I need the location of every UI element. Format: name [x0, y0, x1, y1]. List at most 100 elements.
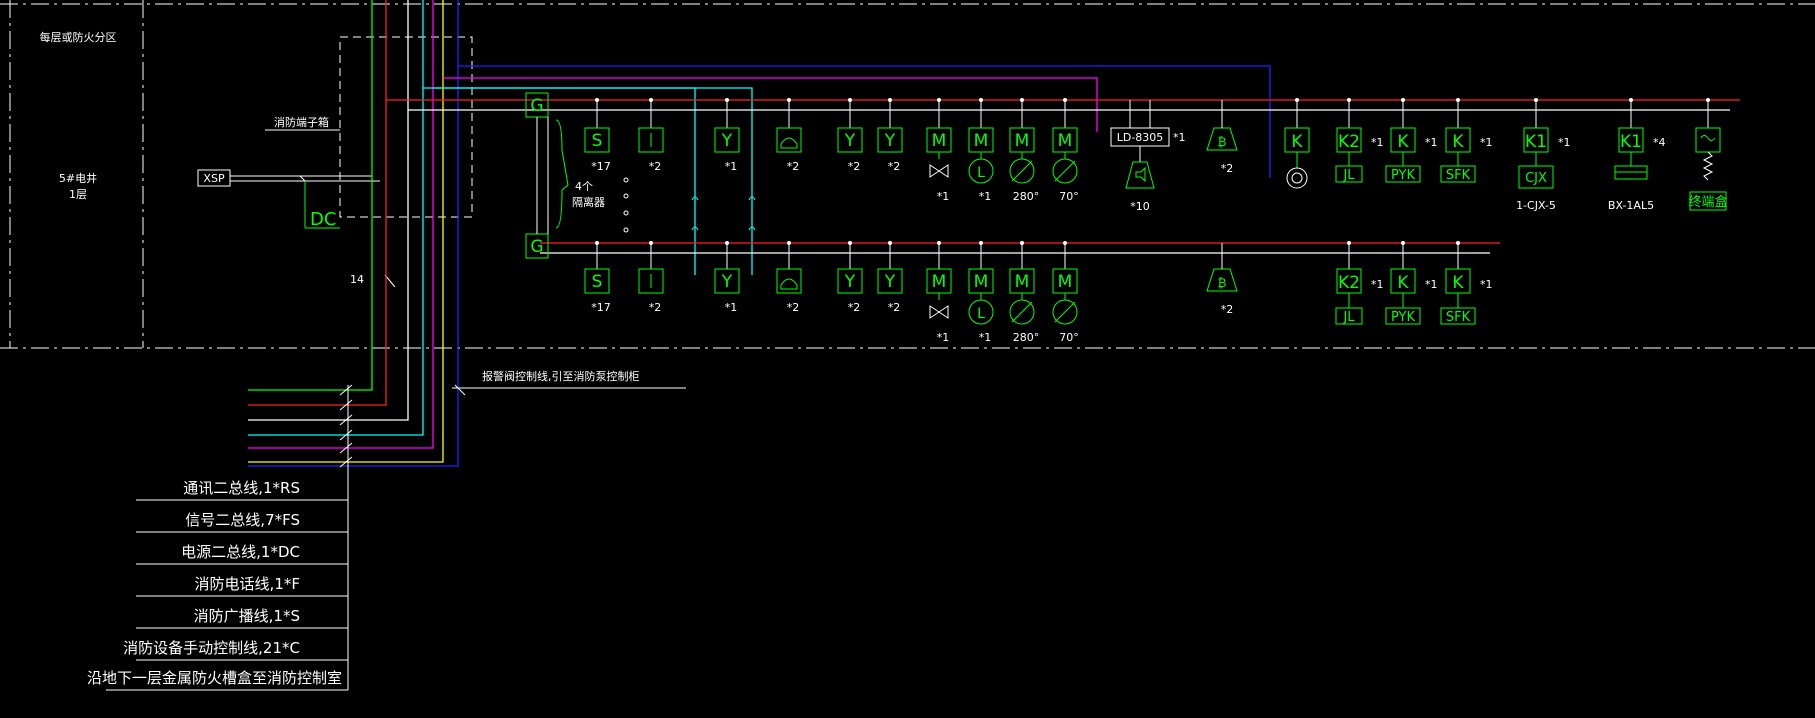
bottom-qty-3: *2 — [787, 301, 800, 314]
top-qty-1: *2 — [649, 160, 662, 173]
legend-item-0: 通讯二总线,1*RS — [183, 479, 300, 497]
bottom-glyph-7: M — [974, 272, 989, 292]
bottom-glyph-8: M — [1015, 272, 1030, 292]
control-caption-top-6: 终端盒 — [1688, 194, 1727, 210]
sound-light-alarm-top-icon — [1206, 127, 1238, 151]
control-qty-bottom-1: *1 — [1425, 278, 1438, 291]
sound-light-alarm-bottom-icon — [1206, 268, 1238, 292]
signal-valve-icon: M*1 — [926, 98, 952, 203]
control-qty-bottom-0: *1 — [1371, 278, 1384, 291]
control-caption-top-5: BX-1AL5 — [1608, 199, 1654, 212]
legend-item-2: 电源二总线,1*DC — [181, 543, 300, 561]
control-caption-top-4: 1-CJX-5 — [1516, 199, 1556, 212]
isolator-brace — [555, 119, 569, 229]
control-qty-bottom-2: *1 — [1480, 278, 1493, 291]
control-module-top-0: K — [1284, 98, 1310, 189]
manual-alarm-button-icon: *2 — [638, 98, 664, 173]
control-module-bottom-0: K2*1JL — [1335, 241, 1384, 325]
control-label-top-3: K — [1452, 132, 1464, 152]
top-qty-7: *1 — [979, 190, 992, 203]
broadcast-module-label: LD-8305 — [1117, 131, 1164, 144]
control-qty-top-1: *1 — [1371, 136, 1384, 149]
pressure-switch-icon: Y *2 — [877, 98, 903, 173]
control-label-top-1: K2 — [1338, 132, 1360, 152]
top-glyph-5: Y — [884, 131, 896, 151]
bottom-glyph-6: M — [932, 272, 947, 292]
signal-valve-icon: M *1 — [926, 241, 952, 344]
control-module-top-1: K2 *1JL — [1335, 98, 1384, 183]
top-glyph-9: M — [1058, 131, 1073, 151]
control-label-bottom-1: K — [1397, 273, 1409, 293]
xsp-label: XSP — [203, 172, 225, 185]
legend-item-5: 消防设备手动控制线,21*C — [123, 639, 300, 657]
top-flow-l-7: L — [977, 165, 985, 181]
flow-switch-icon: ML *1 — [968, 241, 994, 344]
hydrant-button-icon: Y*1 — [714, 98, 740, 173]
isolator-mark — [691, 226, 699, 231]
svg-text:₿: ₿ — [1218, 276, 1227, 290]
frame-lines — [0, 0, 1815, 349]
pressure-switch-icon: Y*2 — [877, 241, 903, 314]
speaker-qty: *10 — [1130, 200, 1150, 213]
fire-damper-70-icon: M70° — [1052, 241, 1079, 344]
bottom-qty-1: *2 — [649, 301, 662, 314]
bottom-qty-5: *2 — [888, 301, 901, 314]
wire-count-label: 14 — [350, 273, 364, 286]
control-label-bottom-0: K2 — [1338, 273, 1360, 293]
control-sub-bottom-1: PYK — [1391, 310, 1415, 325]
speaker-icon — [1125, 161, 1155, 189]
control-module-top-5: K1 *4BX-1AL5 — [1608, 98, 1666, 212]
control-qty-top-2: *1 — [1425, 136, 1438, 149]
top-qty-3: *2 — [787, 160, 800, 173]
control-label-top-2: K — [1397, 132, 1409, 152]
isolator-mark — [691, 196, 699, 201]
cable-hash-marks — [339, 384, 466, 468]
top-qty-0: *17 — [591, 160, 611, 173]
top-qty-8: 280° — [1013, 190, 1040, 203]
vertical-trunk — [248, 0, 459, 467]
bottom-qty-7: *1 — [979, 331, 992, 344]
isolator-label-2: 隔离器 — [572, 195, 605, 209]
bottom-glyph-2: Y — [721, 272, 733, 292]
isolator-mark — [748, 226, 756, 231]
control-sub-top-1: JL — [1342, 168, 1355, 183]
flow-switch-icon: ML *1 — [968, 98, 994, 203]
bottom-flow-l-7: L — [977, 306, 985, 322]
smoke-detector-icon: S*17 — [584, 98, 611, 173]
top-glyph-2: Y — [721, 131, 733, 151]
alarm-valve-annotation: 报警阀控制线,引至消防泵控制柜 — [482, 369, 640, 383]
top-glyph-4: Y — [844, 131, 856, 151]
top-glyph-7: M — [974, 131, 989, 151]
top-glyph-6: M — [932, 131, 947, 151]
bottom-qty-4: *2 — [848, 301, 861, 314]
smoke-detector-icon: S*17 — [584, 241, 611, 314]
xsp-box — [197, 169, 231, 187]
bottom-qty-6: *1 — [937, 331, 950, 344]
top-qty-5: *2 — [888, 160, 901, 173]
terminal-box-outline — [339, 36, 473, 218]
control-label-top-5: K1 — [1620, 132, 1642, 152]
water-flow-indicator-icon: Y *2 — [837, 98, 863, 173]
lower-g-label: G — [530, 237, 543, 257]
alarm-qty-bottom: *2 — [1221, 303, 1234, 316]
control-qty-top-5: *4 — [1653, 136, 1666, 149]
legend-item-6: 沿地下一层金属防火槽盒至消防控制室 — [87, 669, 342, 687]
bottom-qty-0: *17 — [591, 301, 611, 314]
bottom-glyph-9: M — [1058, 272, 1073, 292]
dc-label: DC — [310, 209, 336, 230]
control-label-top-4: K1 — [1525, 132, 1547, 152]
top-qty-4: *2 — [848, 160, 861, 173]
isolator-dots — [623, 177, 629, 233]
control-qty-top-3: *1 — [1480, 136, 1493, 149]
control-sub-top-4: CJX — [1525, 171, 1547, 186]
